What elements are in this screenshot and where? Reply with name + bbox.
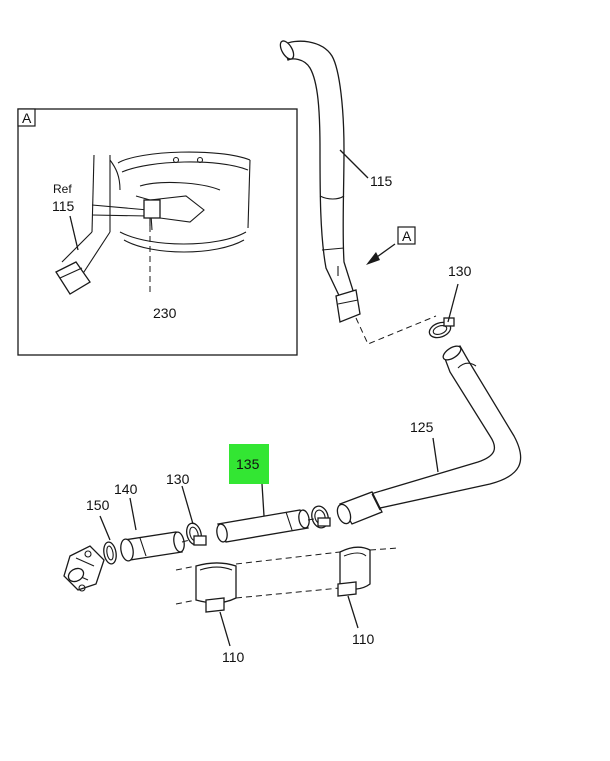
guide-dash-140-130 xyxy=(181,539,191,543)
callout-150: 150 xyxy=(86,497,110,513)
leader-110-right xyxy=(347,595,359,629)
highlight-135 xyxy=(229,444,269,484)
view-a-marker: A xyxy=(366,226,416,265)
callout-110-right: 110 xyxy=(352,631,375,647)
guide-dash-135-130 xyxy=(307,518,315,521)
callout-140: 140 xyxy=(114,481,138,497)
main-view-marker: A xyxy=(402,228,412,244)
inset-view-marker: A xyxy=(22,110,32,126)
inset-clamp-230 xyxy=(143,199,161,226)
leader-125 xyxy=(432,437,439,473)
clamp-130-left xyxy=(186,522,207,546)
strap-110-right xyxy=(337,546,371,597)
callout-125: 125 xyxy=(410,419,434,435)
leader-135 xyxy=(261,483,265,517)
pipe-115 xyxy=(279,40,361,323)
clamp-130-middle xyxy=(311,505,331,529)
callout-110-left: 110 xyxy=(222,649,245,665)
callout-130-left: 130 xyxy=(166,471,190,487)
pipe-135 xyxy=(216,509,310,543)
leader-115 xyxy=(339,149,369,179)
gasket-ring xyxy=(103,541,117,565)
leader-130-left xyxy=(181,485,194,525)
muffler-outline-dashed xyxy=(175,547,399,605)
callout-115: 115 xyxy=(370,173,393,189)
ref-label: Ref xyxy=(53,182,72,196)
inset-vertical-pipe xyxy=(91,154,149,233)
connection-dash-115-130 xyxy=(355,315,437,345)
callout-230: 230 xyxy=(153,305,177,321)
clamp-130-top xyxy=(428,317,455,339)
callout-130-top: 130 xyxy=(448,263,472,279)
leader-110-left xyxy=(219,611,231,647)
pipe-140 xyxy=(120,531,185,562)
pipe-125 xyxy=(336,345,522,525)
leader-140 xyxy=(129,497,137,531)
leader-115-ref xyxy=(69,215,79,251)
callout-135: 135 xyxy=(236,456,260,472)
flange-150 xyxy=(63,545,105,592)
strap-110-left xyxy=(195,562,237,613)
leader-150 xyxy=(99,515,111,541)
inset-ref-115-pipe xyxy=(55,231,111,295)
callout-115-ref: 115 xyxy=(52,198,75,214)
leader-130-top xyxy=(447,283,459,323)
detail-inset-a: A xyxy=(17,108,298,356)
